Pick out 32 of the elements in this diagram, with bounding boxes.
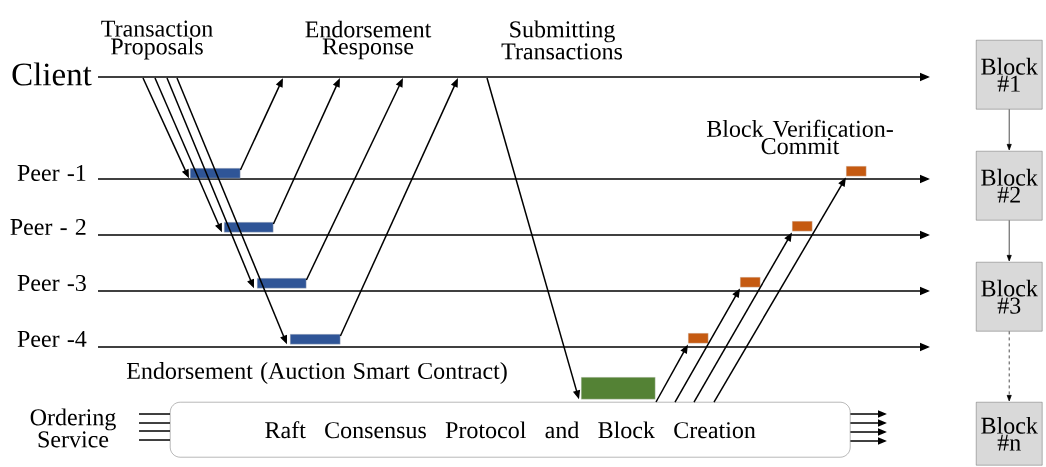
endorsement-bar [257, 278, 307, 289]
service-label: Ordering Service [30, 408, 116, 448]
endorsement-bar [290, 334, 341, 345]
line [138, 439, 171, 441]
arrow [1006, 220, 1012, 262]
block-box: Block #3 [976, 262, 1043, 332]
participant-label: Peer -1 [17, 164, 86, 182]
line [138, 430, 171, 432]
endorsement-bar [190, 168, 241, 179]
participant-label: Peer - 2 [10, 218, 86, 236]
commit-bar [792, 221, 813, 232]
ordering-bar [581, 377, 656, 400]
process-box: Raft Consensus Protocol and Block Creation [170, 402, 851, 458]
block-box: Block #1 [976, 40, 1043, 110]
block-box: Block #n [976, 402, 1043, 466]
arrow [1006, 331, 1012, 402]
line [138, 413, 171, 415]
annotation-label: Transaction Proposals [101, 20, 213, 60]
line [138, 422, 171, 424]
annotation-label: Submitting Transactions [501, 20, 623, 60]
commit-bar [688, 333, 709, 344]
endorsement-bar [224, 222, 274, 233]
arrow [1006, 109, 1012, 151]
annotation-label: Endorsement (Auction Smart Contract) [126, 362, 507, 384]
annotation-label: Endorsement Response [305, 20, 432, 60]
annotation-label: Block Verification-Commit [706, 119, 893, 155]
commit-bar [740, 277, 761, 288]
commit-bar [846, 166, 867, 177]
participant-label: Peer -3 [17, 274, 86, 292]
participant-label: Client [12, 62, 92, 86]
participant-label: Peer -4 [17, 331, 87, 347]
block-box: Block #2 [976, 151, 1043, 221]
